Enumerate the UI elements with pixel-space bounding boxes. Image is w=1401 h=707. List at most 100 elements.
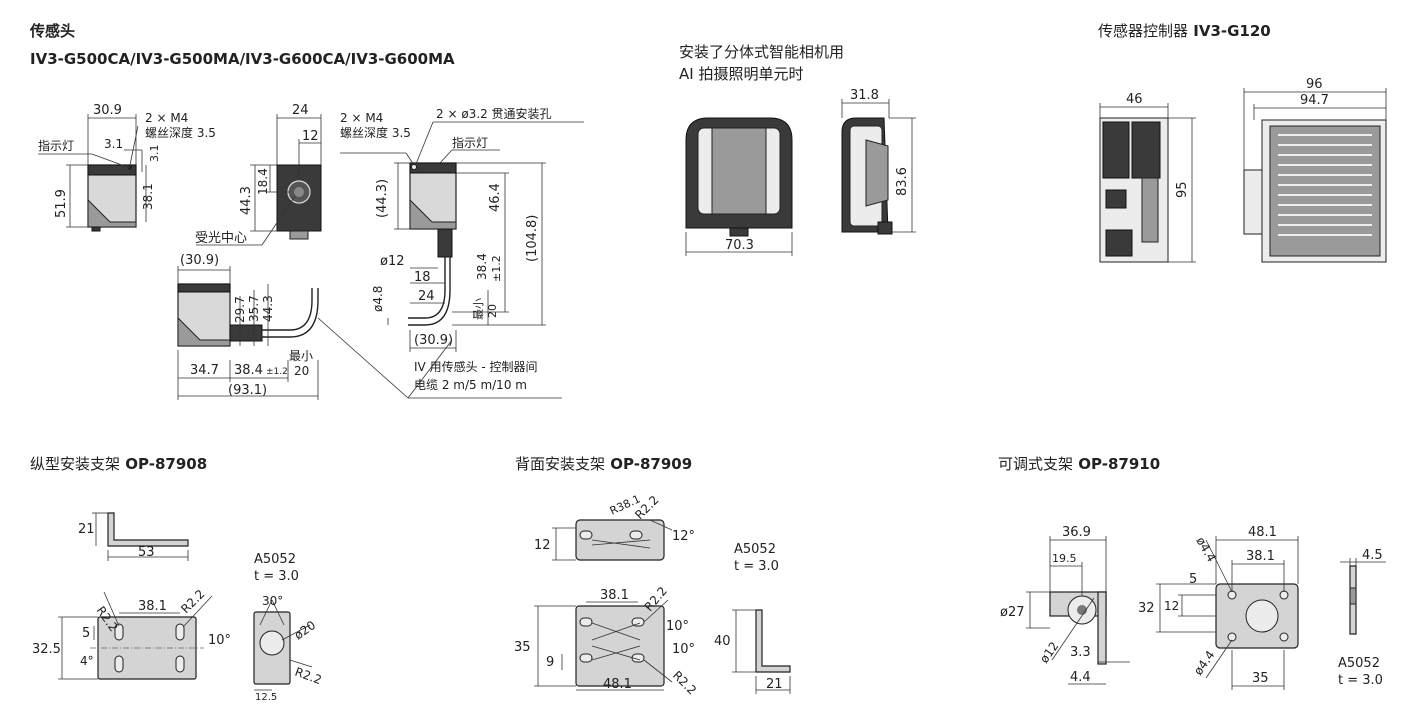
dim-min-20-v: 20 [486,304,499,318]
bracket-back-title-text: 背面安装支架 [515,455,606,473]
dim-10-deg: 10° [208,633,231,648]
dim-34-7: 34.7 [190,363,219,378]
dim-12-5: 12.5 [255,692,277,703]
dim-d12: ø12 [380,254,405,269]
slot-7 [579,617,593,627]
label-min-h: 最小 [289,349,313,363]
dim-12-deg: 12° [672,529,695,544]
dim-38-4: 38.4 [234,363,263,378]
mount-hole [411,164,417,170]
dim-5: 5 [82,626,90,641]
dim-31-8: 31.8 [850,88,879,103]
bracket-adjust-side-leg [1097,591,1107,665]
dim-5-adjust: 5 [1189,572,1197,587]
label-2xm4-a: 2 × M4 [145,111,188,125]
dim-18-4: 18.4 [256,168,270,195]
dim-35-7: 35.7 [247,295,261,322]
label-indicator-b: 指示灯 [452,135,488,150]
dim-30-9-paren-b: (30.9) [414,333,453,348]
sensor-head-models: IV3-G500CA/IV3-G500MA/IV3-G600CA/IV3-G60… [30,50,455,68]
sensor-head-side-top [409,162,457,174]
dim-4-4: 4.4 [1070,670,1091,685]
controller-ethernet-port [1105,229,1133,257]
dim-44-3: 44.3 [239,186,254,215]
controller-front-view: 46 95 [1099,92,1196,263]
dim-12: 12 [302,129,319,144]
dim-38-1: 38.1 [141,183,155,210]
dim-93-1: (93.1) [228,383,267,398]
slot-9 [579,653,593,663]
dim-3-1-v: 3.1 [148,145,161,163]
sensor-head-top-cable-edge [262,288,319,338]
dim-r2-2-c: R2.2 [293,665,324,688]
dim-30-9: 30.9 [93,103,122,118]
dim-d4-4-a: ø4.4 [1193,535,1218,565]
dim-4-5: 4.5 [1362,548,1383,563]
sensor-head-rear-connector [289,230,309,240]
dim-36-9: 36.9 [1062,525,1091,540]
controller-title-text: 传感器控制器 [1098,22,1189,40]
dim-29-7: 29.7 [233,296,247,323]
bracket-adjust-thin-tab [1349,587,1357,605]
label-through-hole: 2 × ø3.2 贯通安装孔 [436,106,552,121]
sensor-head-top-lens [177,316,231,347]
bracket-vertical-title-text: 纵型安装支架 [30,455,121,473]
dim-32: 32 [1138,601,1155,616]
dim-46-4: 46.4 [488,183,503,212]
bracket-adjust-model: OP-87910 [1078,455,1161,473]
thickness-b: t = 3.0 [734,559,779,574]
slot-6 [629,530,643,540]
sensor-head-front-foot [91,226,101,232]
dim-d27: ø27 [1000,605,1025,620]
dim-3-3: 3.3 [1070,645,1091,660]
sensor-head-top-cable [262,288,313,331]
sensor-head-side-cable [408,257,446,319]
dim-95: 95 [1175,181,1190,198]
slot-4 [175,655,185,673]
dim-d4-4-b: ø4.4 [1191,648,1218,678]
dim-40: 40 [714,634,731,649]
dim-4-deg: 4° [80,654,94,668]
sensor-head-side-cable-edge [408,257,451,326]
sensor-head-side-lens [409,198,457,230]
cable-note-2: 电缆 2 m/5 m/10 m [414,378,527,392]
controller-usb-port [1105,189,1127,209]
dim-70-3: 70.3 [725,238,754,253]
dim-48-1-back: 48.1 [603,677,632,692]
slot-5 [579,530,593,540]
bracket-vertical-hole [259,630,285,656]
dim-r2-2-b: R2.2 [178,587,207,616]
dim-38-1-back: 38.1 [600,588,629,603]
sensor-head-front-view: 30.9 3.1 3.1 51.9 38.1 2 × M4 螺丝深度 3.5 指… [38,103,216,232]
bracket-adjust-title: 可调式支架 OP-87910 [998,453,1160,474]
dim-35-adjust: 35 [1252,671,1269,686]
bracket-vertical-side-profile [107,512,189,547]
label-2xm4-b: 2 × M4 [340,111,383,125]
material-c: A5052 [1338,656,1380,671]
ai-unit-front-view: 70.3 [685,117,793,256]
dim-12-back: 12 [534,538,551,553]
dim-96: 96 [1306,77,1323,92]
bracket-vertical-model: OP-87908 [125,455,208,473]
sensor-head-side-connector [437,228,453,258]
material-a: A5052 [254,552,296,567]
ai-unit-title-line1: 安装了分体式智能相机用 [679,43,845,61]
sensor-head-top-connector [229,324,263,342]
dim-94-7: 94.7 [1300,93,1329,108]
ai-unit-side-connector [877,221,893,235]
dim-51-9: 51.9 [54,189,69,218]
mount-hole-3 [1227,632,1237,642]
controller-title: 传感器控制器 IV3-G120 [1098,20,1271,41]
bracket-vertical-drawing: 21 53 R2.2 38.1 R2.2 5 10° 32.5 4° A5052… [32,512,324,703]
controller-model: IV3-G120 [1193,22,1271,40]
bracket-adjust-drawing: 36.9 19.5 ø27 ø12 3.3 4.4 48.1 38.1 ø4.4… [1000,525,1386,690]
sensor-head-top-view: (30.9) 29.7 35.7 44.3 34.7 38.4 ±1.2 最小 … [177,253,562,400]
controller-side-clip [1243,169,1263,235]
slot-2 [175,623,185,641]
dim-21-back: 21 [766,677,783,692]
dim-53: 53 [138,545,155,560]
bracket-back-top-plate [575,519,665,561]
controller-side-vents [1278,134,1372,236]
dim-19-5: 19.5 [1052,552,1077,565]
